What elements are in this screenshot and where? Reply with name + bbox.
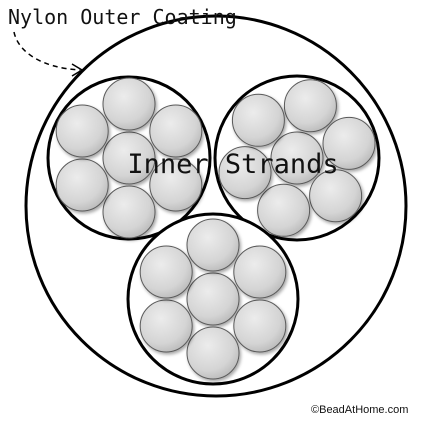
strand-left-4 (102, 185, 156, 239)
strand-bottom-2 (233, 245, 287, 299)
leader-arrow (13, 31, 81, 71)
strand-left-6 (55, 104, 109, 158)
leader-arrowhead (71, 63, 84, 77)
strand-left-1 (102, 77, 156, 131)
strand-left-3 (149, 158, 203, 212)
strand-left-5 (55, 158, 109, 212)
strand-right-5 (218, 146, 272, 200)
strand-bundles (46, 74, 381, 386)
strand-right-2 (322, 116, 376, 170)
strand-right-1 (283, 79, 337, 133)
copyright-text: ©BeadAtHome.com (311, 404, 408, 416)
strand-bottom-5 (139, 299, 193, 353)
strand-bottom-0 (186, 272, 240, 326)
strand-bottom-1 (186, 218, 240, 272)
strand-right-3 (309, 169, 363, 223)
outer-coating-label: Nylon Outer Coating (8, 5, 237, 29)
strand-bottom-4 (186, 326, 240, 380)
strand-left-0 (102, 131, 156, 185)
strand-right-0 (270, 131, 324, 185)
strand-left-2 (149, 104, 203, 158)
inner-strands-label: Inner Strands (127, 149, 338, 180)
strand-right-4 (257, 183, 311, 237)
strand-right-6 (231, 93, 285, 147)
strand-bottom-3 (233, 299, 287, 353)
strand-bottom-6 (139, 245, 193, 299)
